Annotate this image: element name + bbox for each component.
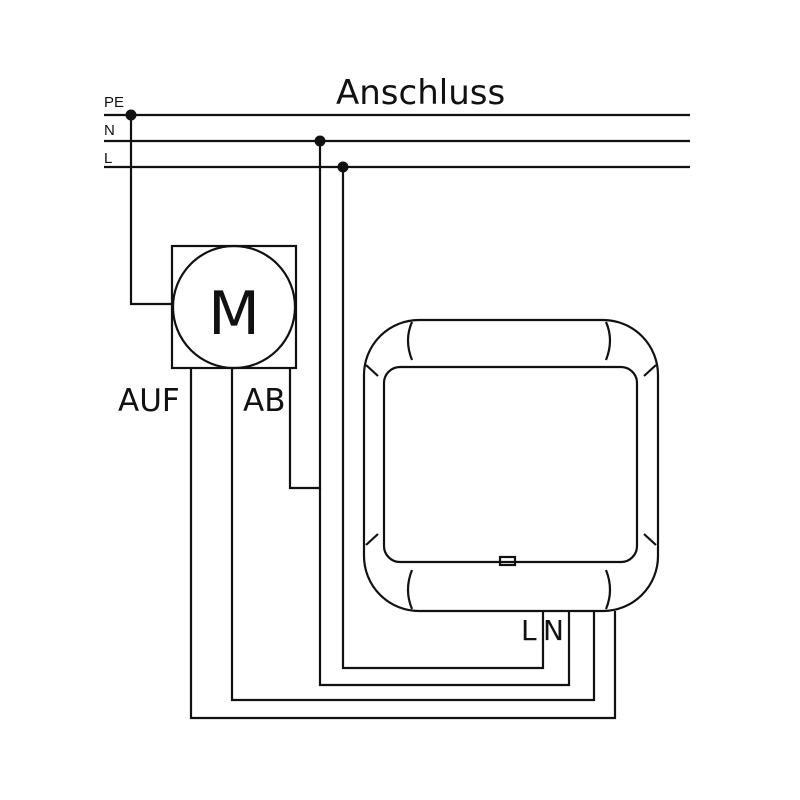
switch-bevel-bottom-right bbox=[604, 569, 612, 610]
switch-corner-mark-tl bbox=[365, 364, 379, 377]
l-line-label: L bbox=[104, 150, 112, 167]
switch-corner-mark-br bbox=[643, 533, 657, 546]
phase-to-switch-wire bbox=[341, 167, 545, 670]
pe-wire bbox=[129, 115, 172, 306]
motor-symbol: M bbox=[208, 279, 260, 349]
neutral-to-motor-wire bbox=[288, 141, 322, 490]
switch-terminal-n-label: N bbox=[543, 614, 564, 647]
switch-terminal-l-label: L bbox=[521, 614, 537, 647]
up-wire bbox=[189, 368, 617, 720]
switch-bevel-top-right bbox=[604, 321, 612, 361]
pe-line-label: PE bbox=[104, 94, 124, 111]
switch-corner-mark-bl bbox=[365, 533, 379, 546]
switch-bevel-bottom-left bbox=[406, 569, 414, 610]
switch-frame bbox=[362, 318, 660, 613]
switch-corner-mark-tr bbox=[643, 364, 657, 377]
switch-notch bbox=[498, 555, 517, 567]
shutter-switch bbox=[362, 318, 660, 613]
down-wire bbox=[230, 368, 596, 702]
motor-terminal-up-label: AUF bbox=[118, 383, 180, 419]
switch-bevel-top-left bbox=[406, 321, 414, 361]
n-line-label: N bbox=[104, 122, 115, 139]
motor-terminal-down-label: AB bbox=[243, 383, 285, 419]
neutral-to-switch-wire bbox=[318, 488, 571, 687]
motor-circle bbox=[171, 244, 297, 370]
motor: M bbox=[170, 244, 298, 370]
switch-rocker bbox=[382, 365, 639, 564]
diagram-title: Anschluss bbox=[336, 73, 505, 113]
